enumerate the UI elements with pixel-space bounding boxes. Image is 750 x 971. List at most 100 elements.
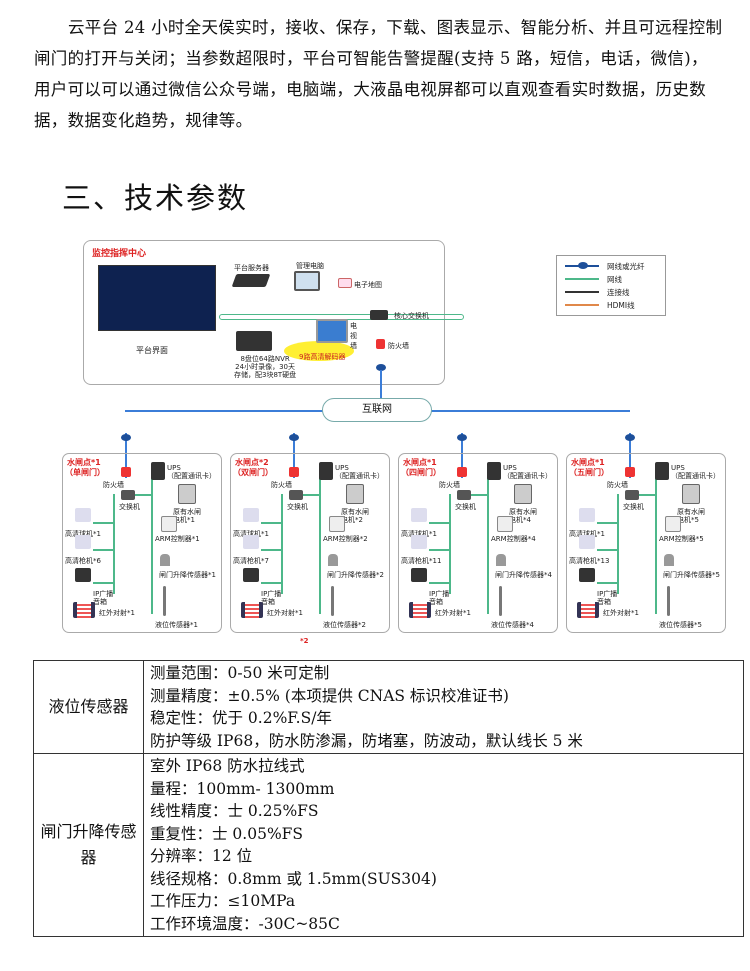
fiber-icon <box>457 434 467 441</box>
firewall-label: 防火墙 <box>103 481 124 489</box>
emap-label: 电子地图 <box>354 281 382 289</box>
arm-controller-icon <box>161 516 177 532</box>
level-sensor-icon <box>331 586 334 616</box>
uplink-line <box>125 433 127 478</box>
site-subtitle: （双闸门） <box>233 468 273 477</box>
spec-line: 量程：100mm- 1300mm <box>150 779 335 798</box>
spec-line: 测量精度：±0.5% (本项提供 CNAS 标识校准证书) <box>150 686 509 705</box>
legend-label: 连接线 <box>607 288 630 297</box>
tv-wall-label: 电视墙 <box>350 322 357 350</box>
bullet-camera-label: 高清枪机*13 <box>569 557 610 565</box>
emap-icon <box>338 278 352 288</box>
infrared-beam-icon <box>577 602 599 618</box>
gate-sensor-icon <box>328 554 338 566</box>
infrared-label: 红外对射*1 <box>267 609 303 617</box>
network-line <box>261 549 281 551</box>
switch-icon <box>457 490 471 500</box>
spec-line: 防护等级 IP68，防水防渗漏，防堵塞，防波动，默认线长 5 米 <box>150 731 583 750</box>
internet-cloud: 互联网 <box>322 398 432 422</box>
platform-ui-label: 平台界面 <box>136 346 168 355</box>
network-line <box>597 522 617 524</box>
network-line <box>429 522 449 524</box>
dome-camera-label: 高清球机*1 <box>233 530 269 538</box>
network-line <box>261 582 281 584</box>
spec-line: 重复性：士 0.05%FS <box>150 824 304 843</box>
gate-sensor-icon <box>496 554 506 566</box>
pc-label: 管理电脑 <box>296 262 324 270</box>
nvr-icon <box>236 331 272 351</box>
network-line <box>487 474 489 614</box>
firewall-icon <box>121 467 131 477</box>
spec-values: 测量范围：0-50 米可定制测量精度：±0.5% (本项提供 CNAS 标识校准… <box>143 660 744 754</box>
site-title: 水闸点*2 <box>235 458 269 467</box>
bullet-camera-icon <box>411 535 427 549</box>
switch-icon <box>625 490 639 500</box>
dome-camera-icon <box>75 508 91 522</box>
legend-line <box>565 278 599 280</box>
ups-icon <box>151 462 165 480</box>
level-sensor-icon <box>163 586 166 616</box>
bullet-camera-icon <box>579 535 595 549</box>
switch-label: 交换机 <box>119 503 140 511</box>
gate-sensor-label: 闸门升降传感器*1 <box>159 571 216 579</box>
motor-label: 原有水闸 电机*4 <box>509 508 537 524</box>
network-line <box>93 522 113 524</box>
ups-icon <box>319 462 333 480</box>
firewall-label: 防火墙 <box>607 481 628 489</box>
uplink-line <box>461 433 463 478</box>
network-line <box>639 494 655 496</box>
ups-icon <box>655 462 669 480</box>
arm-controller-icon <box>665 516 681 532</box>
spec-line: 分辨率：12 位 <box>150 847 253 865</box>
network-line <box>93 582 113 584</box>
spec-line: 线径规格：0.8mm 或 1.5mm(SUS304) <box>150 869 437 888</box>
motor-icon <box>682 484 700 504</box>
decoder-label: 9路高清解码器 <box>299 353 346 361</box>
ip-speaker-label: IP广播 音箱 <box>429 590 450 606</box>
legend-label: HDMI线 <box>607 301 635 310</box>
infrared-label: 红外对射*1 <box>435 609 471 617</box>
arm-controller-icon <box>497 516 513 532</box>
bullet-camera-icon <box>75 535 91 549</box>
spec-line: 测量范围：0-50 米可定制 <box>150 664 330 682</box>
switch-icon <box>121 490 135 500</box>
network-line <box>93 549 113 551</box>
dome-camera-icon <box>411 508 427 522</box>
fiber-icon <box>376 364 386 371</box>
ip-speaker-label: IP广播 音箱 <box>597 590 618 606</box>
firewall-icon <box>376 339 385 349</box>
site-subtitle: （单闸门） <box>65 468 105 477</box>
ups-label: UPS （配置通讯卡） <box>335 464 384 480</box>
dome-camera-label: 高清球机*1 <box>569 530 605 538</box>
pc-icon <box>294 271 320 291</box>
level-sensor-label: 液位传感器*1 <box>155 621 198 629</box>
decoder-highlight <box>284 341 354 361</box>
network-line <box>319 474 321 614</box>
network-line <box>617 494 619 594</box>
gate-sensor-label: 闸门升降传感器*5 <box>663 571 720 579</box>
switch-icon <box>289 490 303 500</box>
monitoring-center-box: 监控指挥中心 平台界面 平台服务器 管理电脑 电子地图 8盘位64路NVR 24… <box>83 240 464 385</box>
tv-wall-icon <box>316 319 348 343</box>
dome-camera-label: 高清球机*1 <box>401 530 437 538</box>
legend-label: 网线或光纤 <box>607 262 645 271</box>
fiber-icon <box>578 262 588 269</box>
ups-icon <box>487 462 501 480</box>
level-sensor-label: 液位传感器*4 <box>491 621 534 629</box>
firewall-label: 防火墙 <box>439 481 460 489</box>
network-line <box>135 494 151 496</box>
network-line <box>281 494 283 594</box>
spec-line: 工作环境温度：-30C~85C <box>150 914 340 933</box>
section-heading: 三、技术参数 <box>62 181 249 215</box>
network-line <box>429 582 449 584</box>
ip-speaker-icon <box>579 568 595 582</box>
infrared-label: 红外对射*1 <box>603 609 639 617</box>
bullet-camera-label: 高清枪机*7 <box>233 557 269 565</box>
platform-screen <box>98 265 216 331</box>
switch-label: 交换机 <box>455 503 476 511</box>
ip-speaker-label: IP广播 音箱 <box>261 590 282 606</box>
gate-sensor-label: 闸门升降传感器*2 <box>327 571 384 579</box>
